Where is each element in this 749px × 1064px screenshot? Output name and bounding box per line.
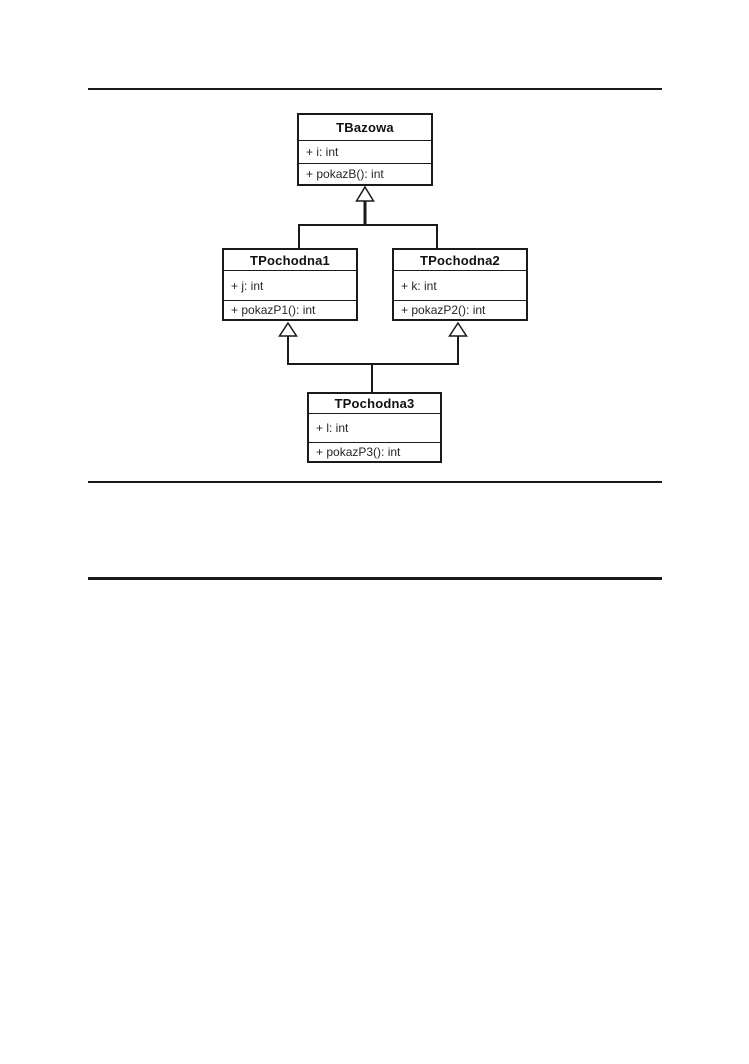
class-attribute: + k: int	[394, 271, 526, 301]
generalization-to-tpochodna1-2	[278, 321, 468, 393]
class-box-tbazowa: TBazowa + i: int + pokazB(): int	[297, 113, 433, 186]
class-method: + pokazP1(): int	[231, 303, 316, 317]
generalization-arrow-icon	[448, 321, 468, 337]
generalization-to-tbazowa	[298, 185, 438, 249]
class-name: TBazowa	[299, 115, 431, 141]
generalization-arrow-icon	[278, 321, 298, 337]
horizontal-rule-bottom	[88, 577, 662, 580]
class-box-tpochodna2: TPochodna2 + k: int + pokazP2(): int	[392, 248, 528, 321]
class-name: TPochodna2	[394, 250, 526, 271]
class-name: TPochodna3	[309, 394, 440, 414]
class-method: + pokazP3(): int	[316, 445, 401, 459]
class-attribute: + i: int	[299, 141, 431, 164]
class-attribute: + l: int	[309, 414, 440, 443]
horizontal-rule-middle	[88, 481, 662, 483]
horizontal-rule-top	[88, 88, 662, 90]
class-box-tpochodna1: TPochodna1 + j: int + pokazP1(): int	[222, 248, 358, 321]
class-attribute: + j: int	[224, 271, 356, 301]
class-name: TPochodna1	[224, 250, 356, 271]
generalization-arrow-icon	[355, 185, 375, 202]
class-method: + pokazB(): int	[306, 167, 384, 181]
class-method: + pokazP2(): int	[401, 303, 486, 317]
class-box-tpochodna3: TPochodna3 + l: int + pokazP3(): int	[307, 392, 442, 463]
